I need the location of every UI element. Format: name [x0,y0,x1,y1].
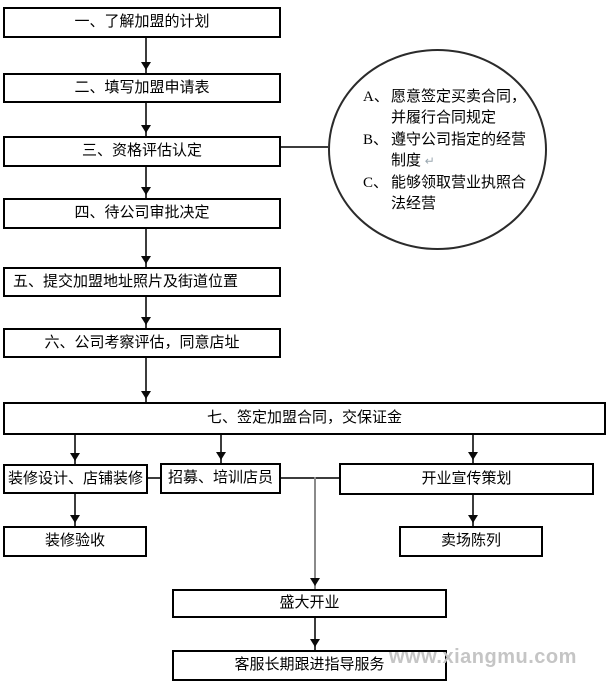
condition-a-text: 愿意签定买卖合同，并履行合同规定 [391,89,527,126]
arrow-step7-decor-design [70,435,80,464]
customer-service-label: 客服长期跟进指导服务 [234,657,385,673]
arrow-step1-step2 [141,38,151,73]
decor-accept-box: 装修验收 [3,526,147,557]
watermark: www.xiangmu.com [389,646,577,668]
arrow-step3-step4 [141,167,151,198]
condition-c-text: 能够领取营业执照合法经营 [391,175,527,212]
flow-step-4-box: 四、待公司审批决定 [3,198,281,229]
arrow-step4-step5 [141,229,151,267]
flow-step-6-box: 六、公司考察评估，同意店址 [3,328,281,358]
flow-step-7-box: 七、签定加盟合同，交保证金 [3,402,606,435]
arrow-step2-step3 [141,103,151,136]
flow-step-7-label: 七、签定加盟合同，交保证金 [206,410,402,426]
flow-step-1-box: 一、了解加盟的计划 [3,7,281,38]
condition-item-b: B、 遵守公司指定的经营制度 ↵ [363,130,543,172]
arrow-promo-display [468,495,478,526]
recruit-train-label: 招募、培训店员 [167,470,273,486]
connector-step3-conditions [281,146,328,148]
flow-step-5-box: 五、提交加盟地址照片及街道位置 [3,267,281,297]
condition-b-text: 遵守公司指定的经营制度 [391,132,527,169]
condition-c-label: C、 [363,175,389,191]
arrow-step7-recruit [216,435,226,463]
store-display-box: 卖场陈列 [399,526,543,557]
connector-decor-recruit [148,477,160,479]
flow-step-3-label: 三、资格评估认定 [81,143,202,159]
flow-step-4-label: 四、待公司审批决定 [74,205,210,221]
flow-step-2-box: 二、填写加盟申请表 [3,73,281,103]
flow-step-5-label: 五、提交加盟地址照片及街道位置 [13,273,239,290]
store-display-label: 卖场陈列 [440,533,501,549]
arrow-step6-step7 [141,358,151,402]
condition-item-c: C、 能够领取营业执照合法经营 [363,173,543,215]
decor-design-box: 装修设计、店铺装修 [3,464,148,494]
recruit-train-box: 招募、培训店员 [160,463,281,494]
opening-promo-box: 开业宣传策划 [339,463,594,495]
condition-item-a: A、 愿意签定买卖合同，并履行合同规定 [363,87,543,129]
decor-design-label: 装修设计、店铺装修 [7,470,143,487]
arrow-step7-promo [468,435,478,463]
condition-a-label: A、 [363,89,389,105]
arrow-step5-step6 [141,297,151,328]
flow-step-1-label: 一、了解加盟的计划 [74,14,210,30]
flow-step-2-label: 二、填写加盟申请表 [74,79,210,96]
flow-step-6-label: 六、公司考察评估，同意店址 [44,334,240,351]
arrow-decor-design-accept [70,494,80,526]
conditions-list: A、 愿意签定买卖合同，并履行合同规定 B、 遵守公司指定的经营制度 ↵ C、 … [363,87,543,216]
arrow-branches-grand-opening [310,477,320,589]
arrow-grand-opening-service [310,618,320,650]
flow-step-3-box: 三、资格评估认定 [3,136,281,167]
opening-promo-label: 开业宣传策划 [421,470,512,487]
connector-recruit-promo [281,477,339,479]
condition-b-label: B、 [363,132,389,148]
grand-opening-box: 盛大开业 [172,589,447,618]
grand-opening-label: 盛大开业 [279,595,340,611]
decor-accept-label: 装修验收 [44,533,105,549]
return-mark: ↵ [424,154,435,168]
customer-service-box: 客服长期跟进指导服务 [172,650,447,681]
conditions-circle: A、 愿意签定买卖合同，并履行合同规定 B、 遵守公司指定的经营制度 ↵ C、 … [328,49,547,250]
